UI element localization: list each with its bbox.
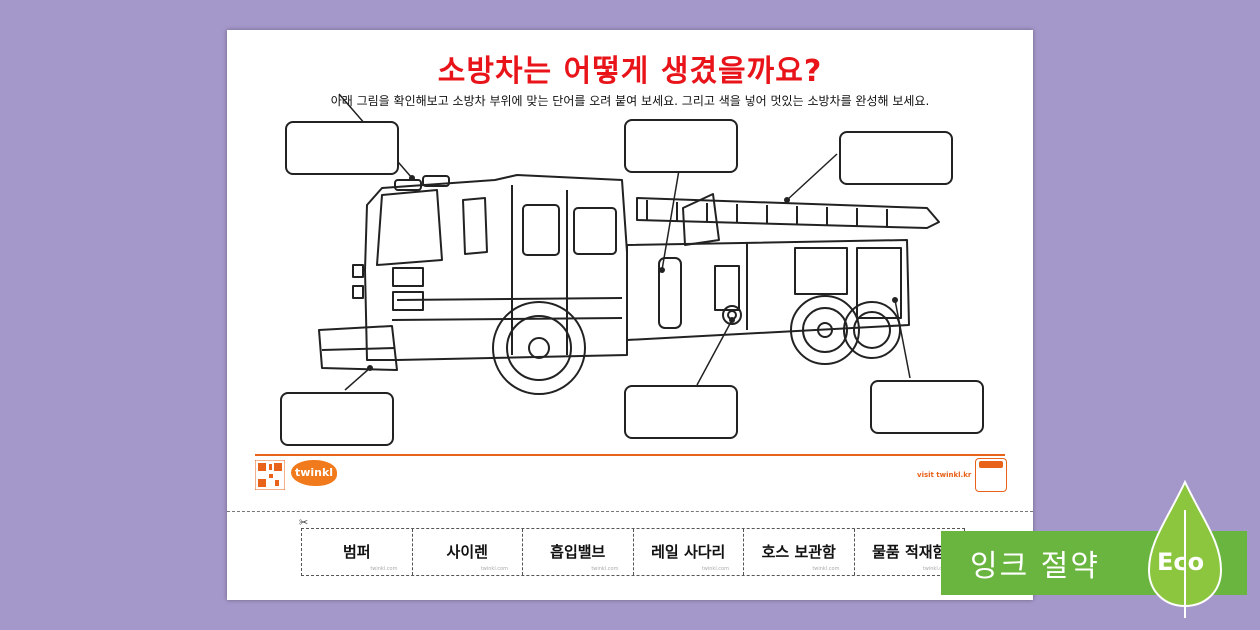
word-card-watermark: twinkl.com: [812, 566, 840, 572]
word-card[interactable]: 범퍼 twinkl.com: [302, 529, 413, 575]
word-card-label: 물품 적재함: [872, 543, 947, 561]
label-box-siren[interactable]: [285, 121, 399, 175]
word-card[interactable]: 사이렌 twinkl.com: [413, 529, 523, 575]
word-card[interactable]: 흡입밸브 twinkl.com: [523, 529, 634, 575]
word-card-watermark: twinkl.com: [370, 566, 398, 572]
word-card-label: 범퍼: [342, 543, 371, 561]
leaf-icon: [1147, 480, 1223, 618]
label-box-bumper[interactable]: [280, 392, 394, 446]
footer-divider: [255, 454, 1005, 456]
word-card-label: 호스 보관함: [761, 543, 836, 561]
footer-url[interactable]: visit twinkl.kr: [917, 471, 972, 479]
cut-line: [227, 511, 1033, 512]
word-card-watermark: twinkl.com: [701, 566, 729, 572]
label-box-ladder[interactable]: [839, 131, 953, 185]
worksheet-instructions: 아래 그림을 확인해보고 소방차 부위에 맞는 단어를 오려 붙여 보세요. 그…: [330, 94, 930, 108]
word-card-watermark: twinkl.com: [922, 566, 950, 572]
word-card-label: 사이렌: [446, 543, 488, 561]
word-card[interactable]: 호스 보관함 twinkl.com: [744, 529, 855, 575]
word-cards-strip: 범퍼 twinkl.com 사이렌 twinkl.com 흡입밸브 twinkl…: [301, 528, 965, 576]
fire-truck-illustration: [318, 93, 940, 395]
label-box-hose-storage[interactable]: [624, 119, 738, 173]
worksheet-page: 소방차는 어떻게 생겼을까요? 아래 그림을 확인해보고 소방차 부위에 맞는 …: [227, 30, 1033, 600]
scissors-icon: ✂: [299, 516, 309, 529]
label-box-storage-compartment[interactable]: [870, 380, 984, 434]
word-card-watermark: twinkl.com: [480, 566, 508, 572]
qr-code-icon: [255, 460, 285, 490]
eco-badge-label: Eco: [1157, 548, 1205, 576]
worksheet-title: 소방차는 어떻게 생겼을까요?: [437, 54, 823, 89]
word-card[interactable]: 레일 사다리 twinkl.com: [634, 529, 744, 575]
word-card-label: 흡입밸브: [550, 543, 606, 561]
word-card[interactable]: 물품 적재함 twinkl.com: [855, 529, 965, 575]
twinkl-logo: twinkl: [291, 460, 337, 486]
eco-banner-text: 잉크 절약: [970, 549, 1100, 584]
label-box-intake-valve[interactable]: [624, 385, 738, 439]
word-card-watermark: twinkl.com: [591, 566, 619, 572]
quality-badge-icon: [975, 458, 1007, 492]
word-card-label: 레일 사다리: [651, 543, 726, 561]
